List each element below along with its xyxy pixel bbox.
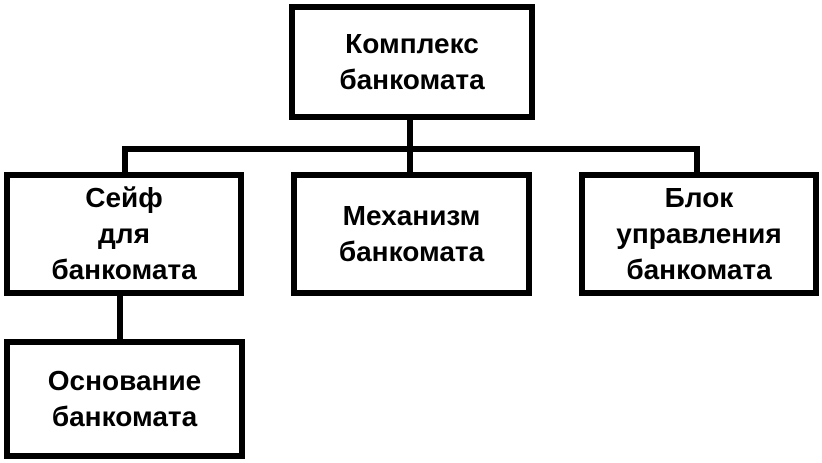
connector-safe-to-base-stem: [117, 296, 123, 339]
node-atm-mechanism-label: Механизм банкомата: [338, 200, 485, 267]
node-atm-base: Основание банкомата: [4, 339, 245, 459]
node-atm-safe: Сейф для банкомата: [4, 172, 244, 296]
connector-horizontal-bus: [122, 146, 700, 152]
node-atm-base-label: Основание банкомата: [47, 365, 202, 432]
connector-safe-vertical-stub: [122, 152, 128, 172]
connector-control-vertical-stub: [694, 152, 700, 172]
node-atm-control-unit: Блок управления банкомата: [579, 172, 819, 296]
node-atm-control-unit-label: Блок управления банкомата: [616, 182, 782, 285]
node-atm-complex: Комплекс банкомата: [289, 4, 535, 120]
node-atm-complex-label: Комплекс банкомата: [339, 28, 485, 95]
node-atm-safe-label: Сейф для банкомата: [51, 182, 197, 285]
node-atm-mechanism: Механизм банкомата: [291, 172, 532, 296]
